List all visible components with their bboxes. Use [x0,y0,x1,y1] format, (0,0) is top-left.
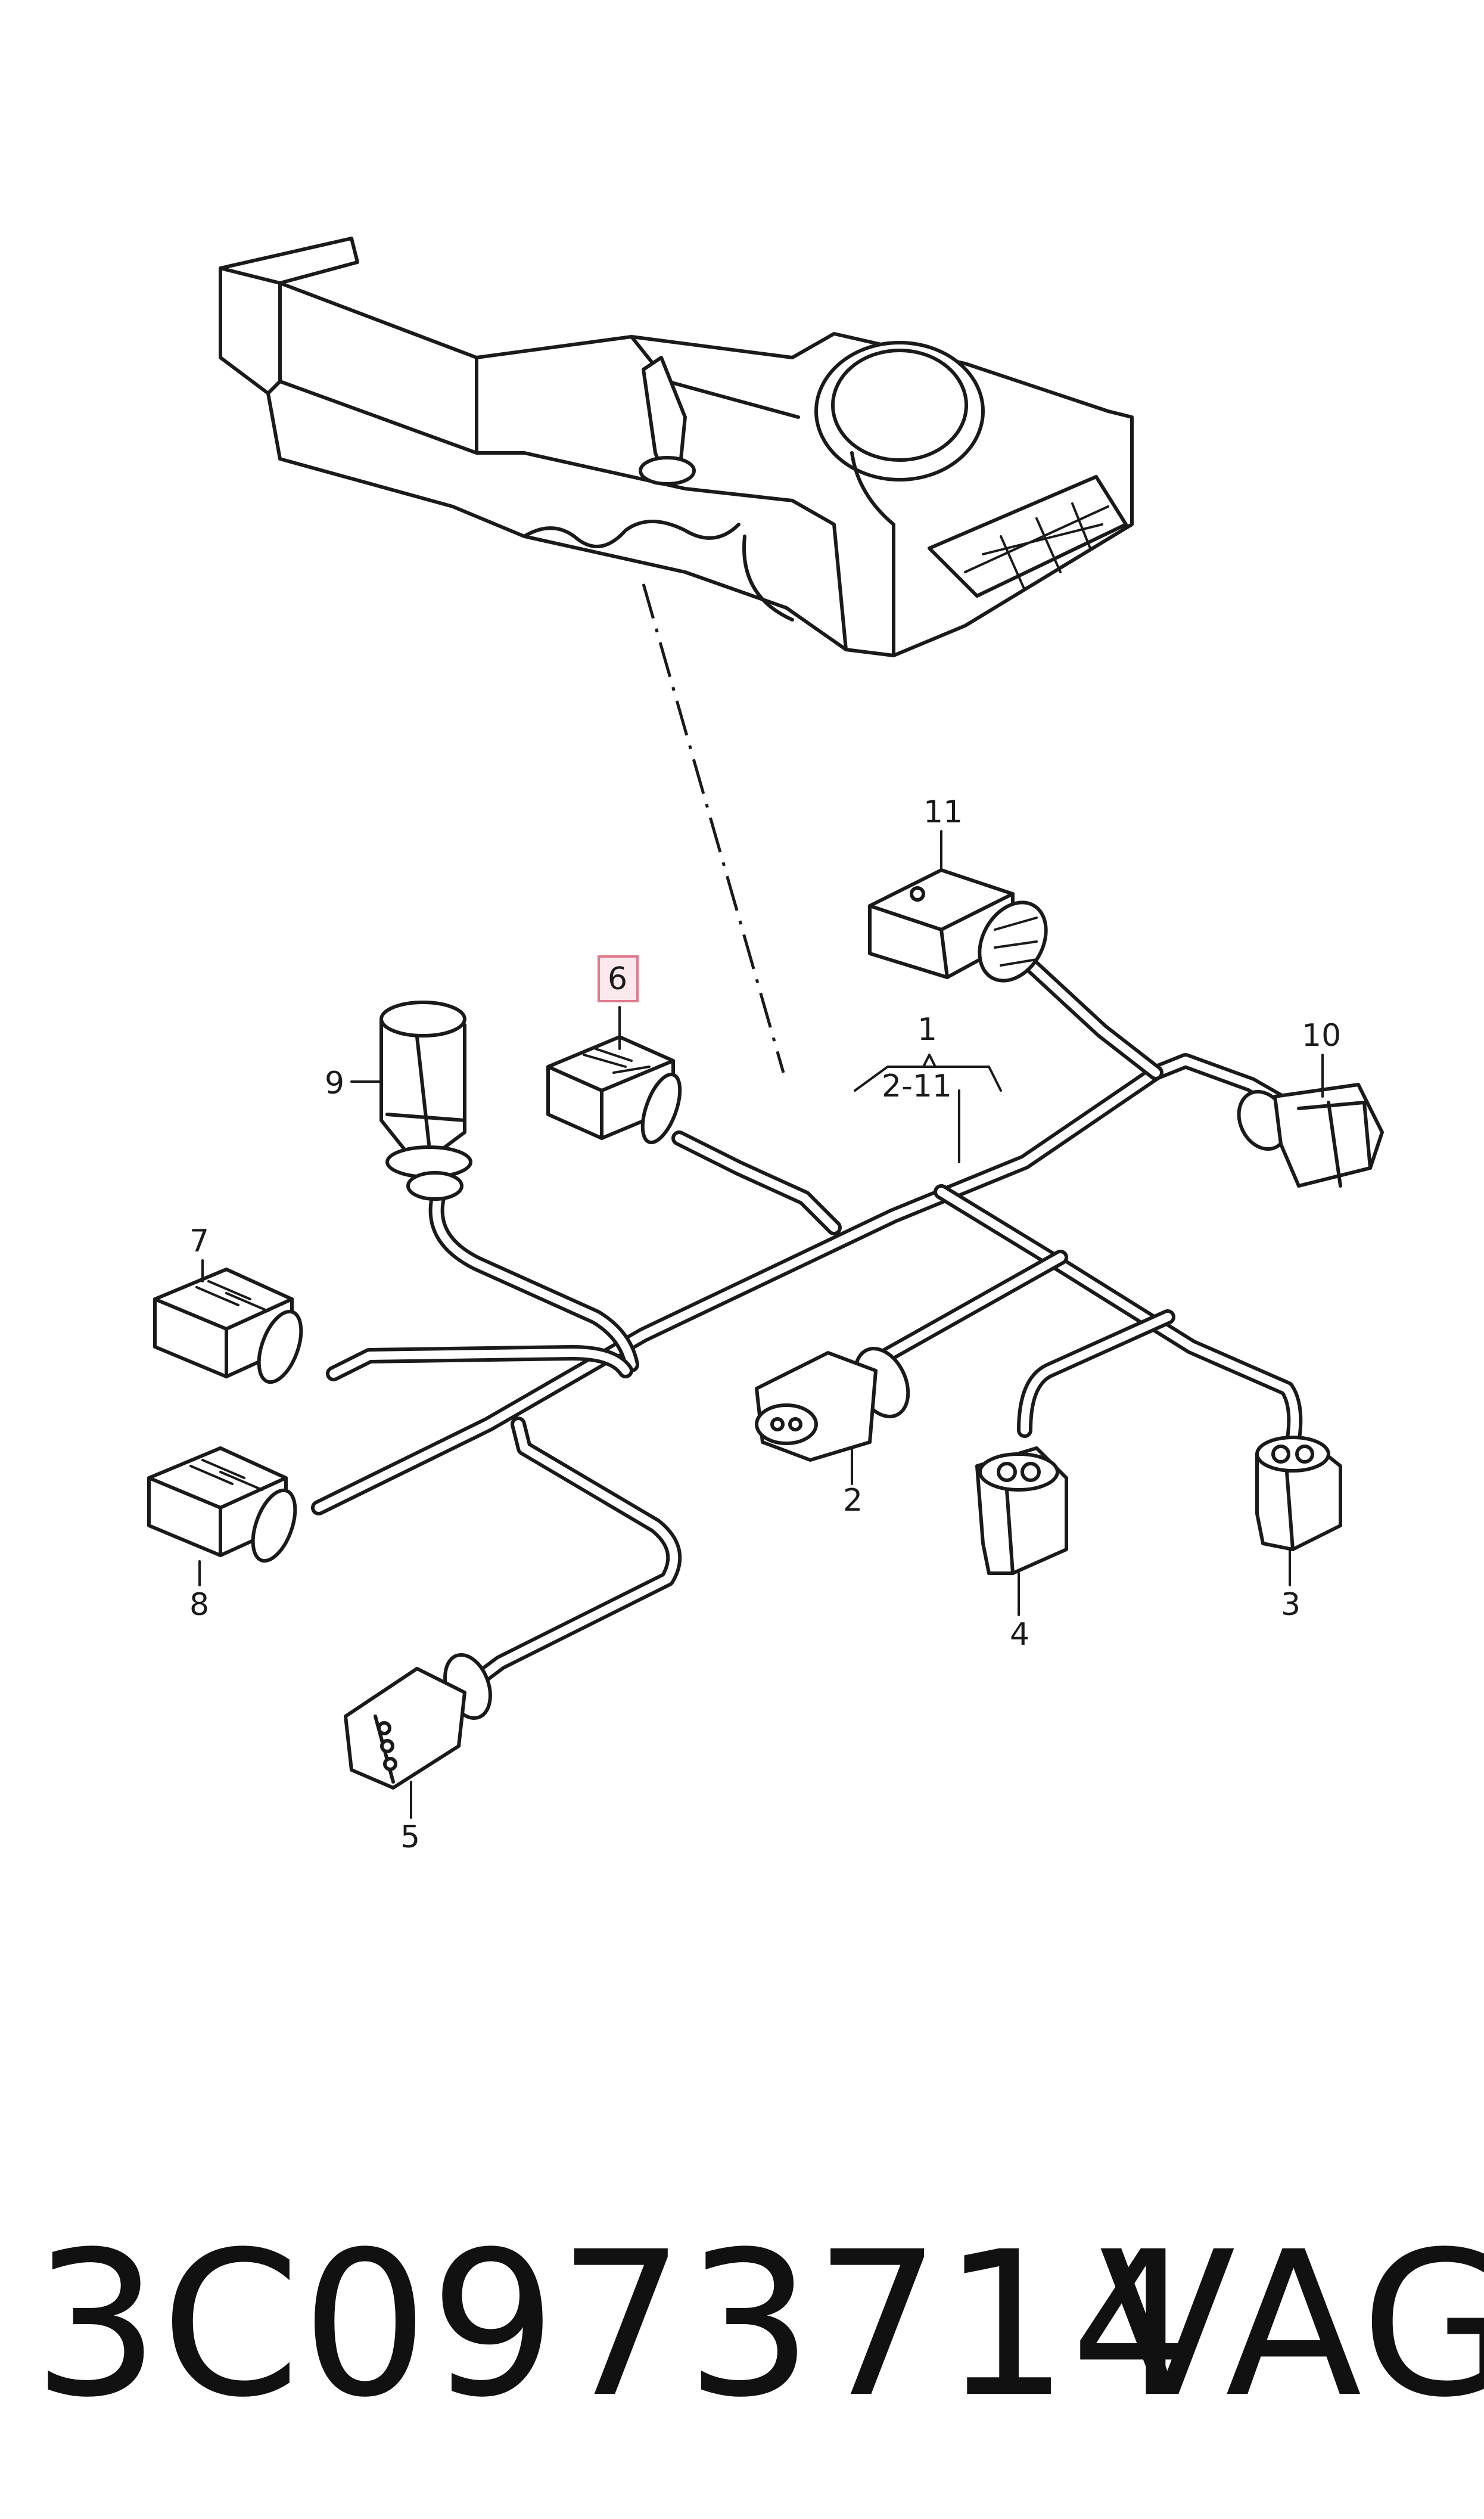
callout-3: 3 [1281,1587,1301,1623]
connector-9 [379,1001,472,1201]
connector-4 [975,1446,1068,1575]
harness-wires [311,940,1303,1688]
brand-name: VAG [1099,2209,1484,2442]
connector-6 [546,1035,682,1145]
connector-5 [344,1653,492,1790]
module-housing [219,237,1134,657]
connector-2 [755,1347,910,1462]
callout-2: 2 [843,1483,863,1518]
callout-6: 6 [608,961,627,997]
connector-8 [147,1446,297,1563]
connector-10 [1237,1083,1384,1188]
callout-6-highlight [598,955,639,1002]
connector-11 [868,868,1048,983]
connector-3 [1255,1436,1342,1551]
callout-9: 9 [325,1066,344,1101]
callout-7: 7 [189,1223,209,1259]
leader-lines [198,830,1324,1819]
callout-11: 11 [923,794,963,830]
callout-10: 10 [1302,1018,1341,1054]
callout-4: 4 [1010,1617,1029,1653]
callout-8: 8 [189,1587,209,1623]
callout-1: 1 [917,1012,937,1048]
callout-labels: 1 2-11 2 3 4 5 6 7 8 9 10 11 [189,794,1341,1855]
connector-7 [153,1268,303,1384]
callout-1-range: 2-11 [882,1069,952,1104]
assembly-leader-line [642,583,785,1073]
callout-5: 5 [400,1819,420,1855]
part-number: 3C0973714 [33,2209,1199,2442]
